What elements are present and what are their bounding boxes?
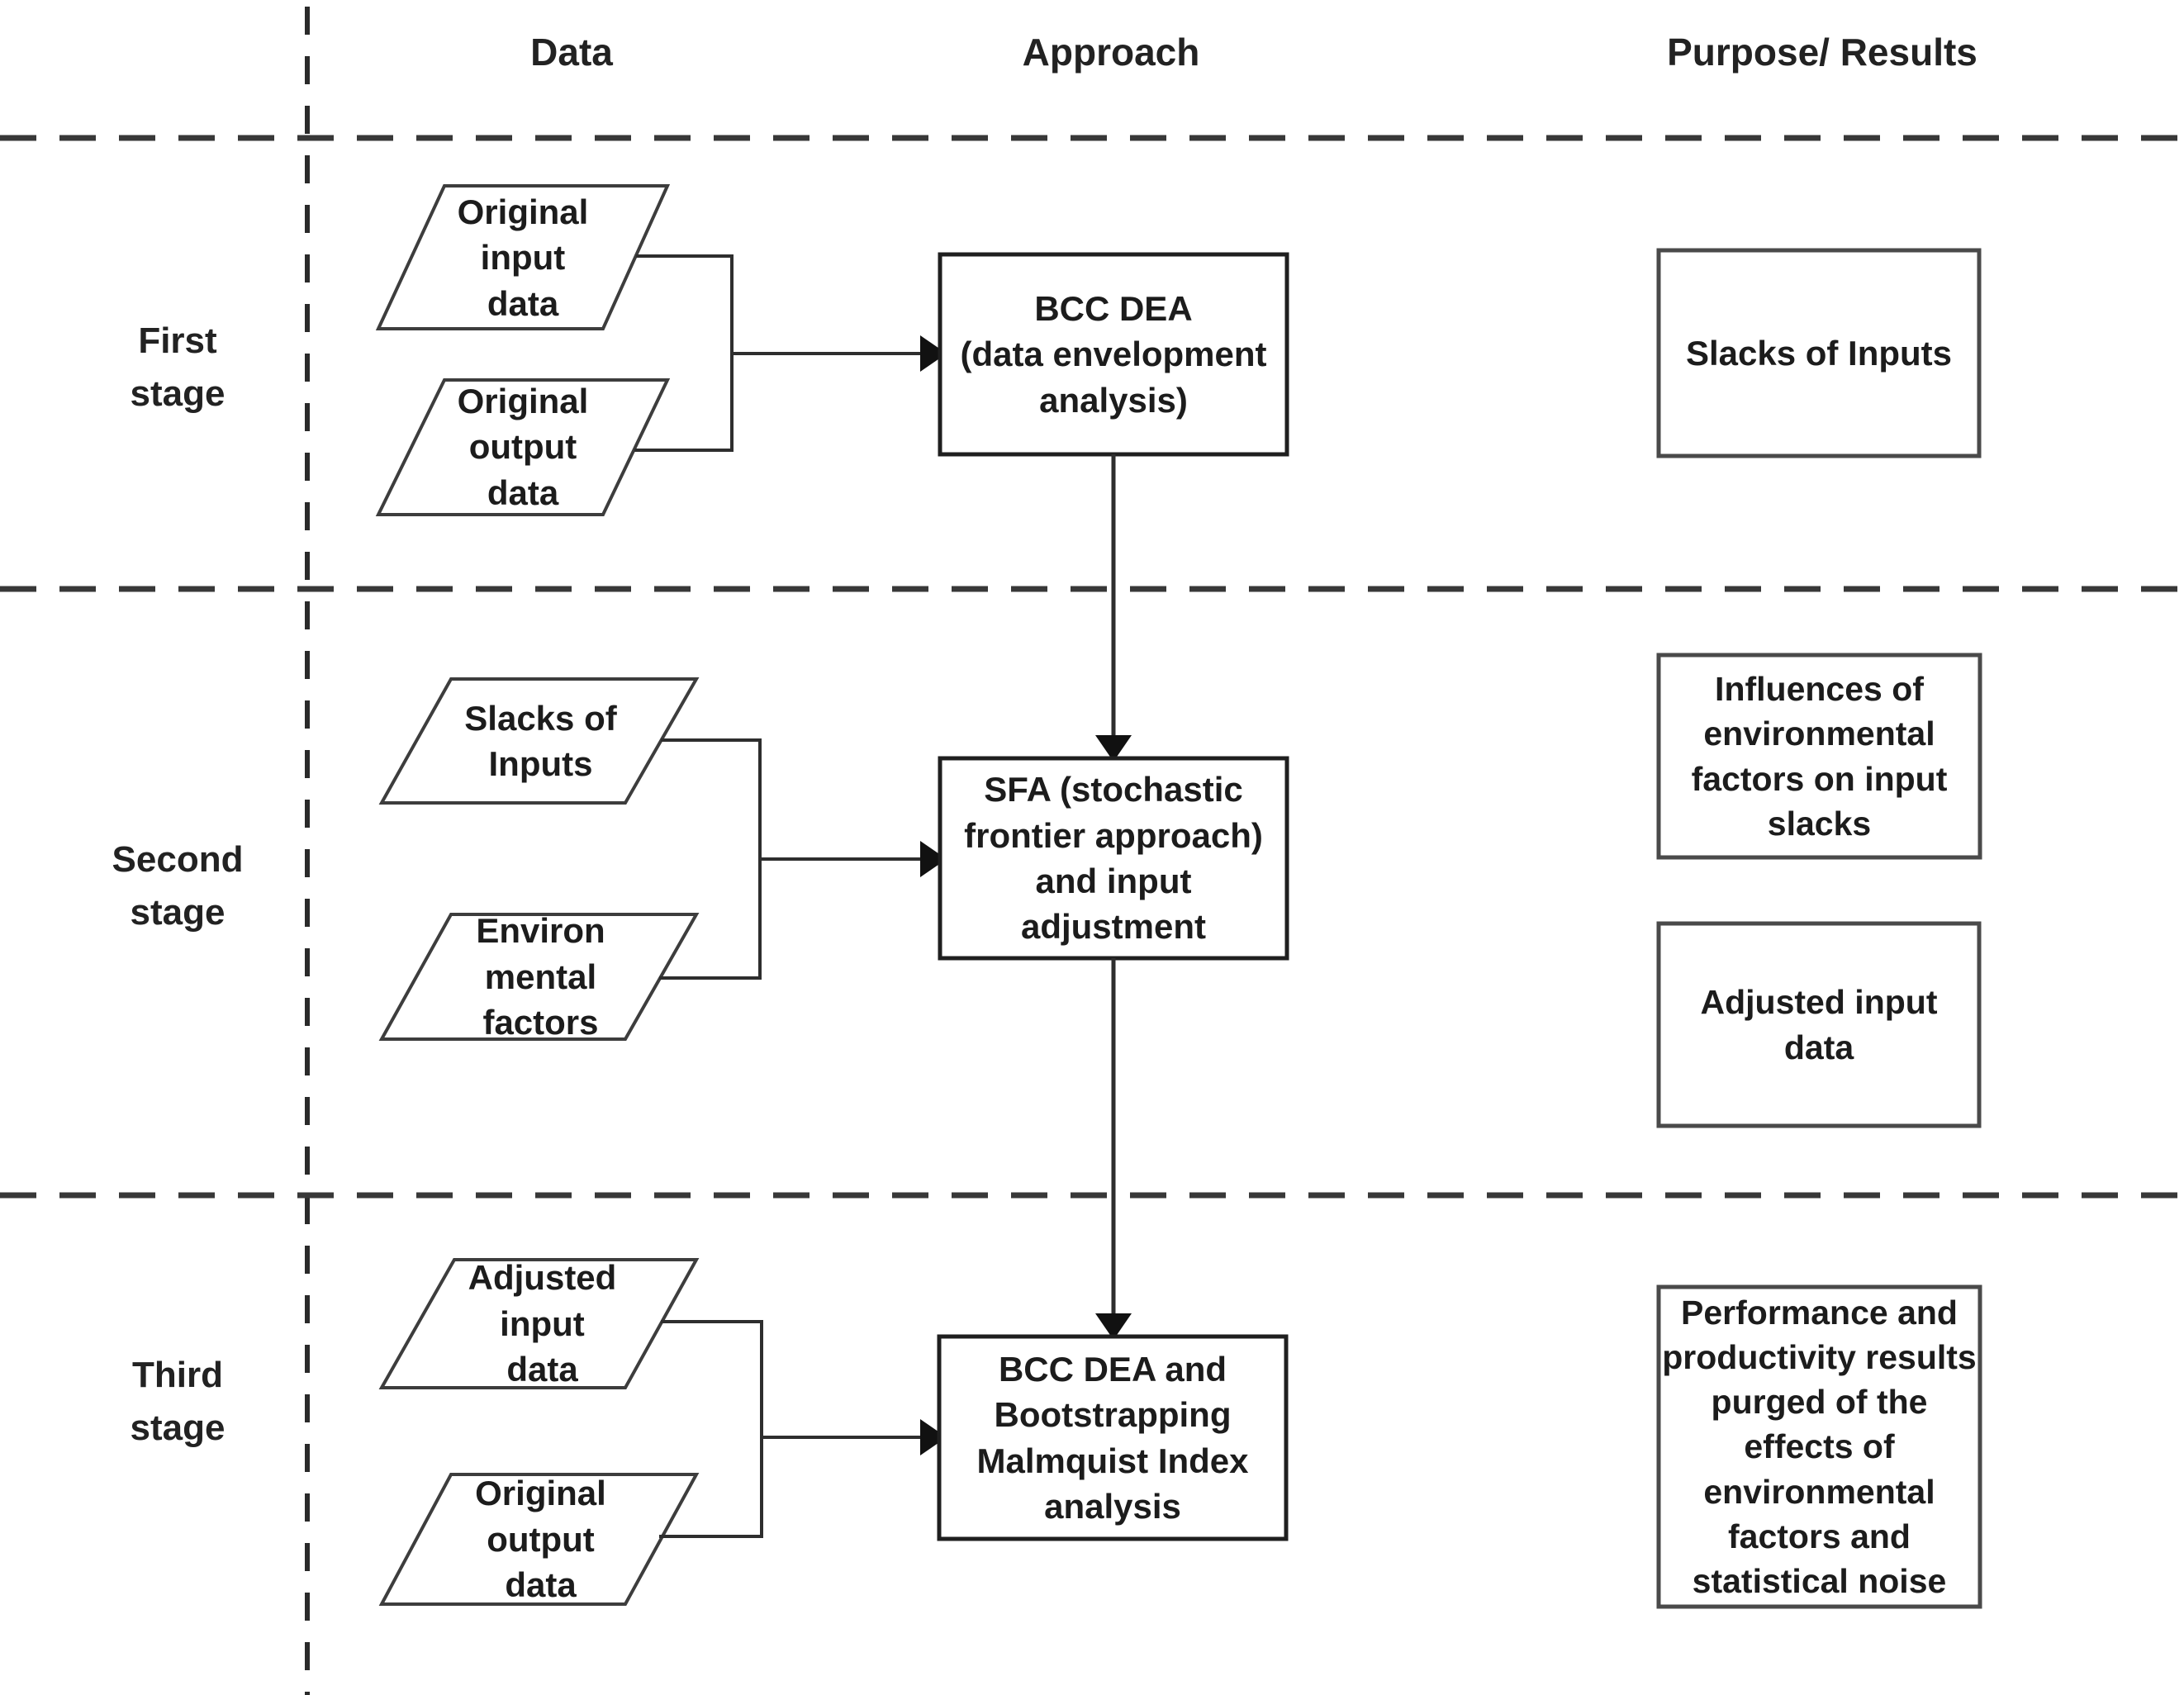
label-slacks-of-inputs-result: Slacks of Inputs [1685,333,1953,373]
stage3-input-bracket-connector [659,1320,763,1538]
label-adjusted-input-data-input: Adjusted input data [468,1258,617,1389]
parallelogram-environmental-factors [378,913,700,1041]
label-environmental-factors: Environ mental factors [476,911,605,1042]
label-influences-result: Influences of environmental factors on i… [1691,670,1948,843]
column-header-purpose-results: Purpose/ Results [1667,30,1977,74]
arrowhead-down-to-sfa [1095,735,1132,762]
label-bcc-dea: BCC DEA (data envelopment analysis) [960,288,1267,420]
stage-label-first: First stage [130,320,226,414]
column-header-approach: Approach [1022,30,1200,74]
stage3-arrowhead-right [920,1419,947,1455]
label-adjusted-input-data-result: Adjusted input data [1700,983,1938,1066]
parallelogram-adjusted-input-data [378,1258,700,1389]
box-sfa [938,756,1289,961]
arrowhead-down-to-bcc2 [1095,1313,1132,1340]
label-performance-result: Performance and productivity results pur… [1662,1294,1977,1600]
stage-label-third: Third stage [130,1355,226,1448]
stage1-arrowhead-right [920,335,947,372]
label-slacks-of-inputs-input: Slacks of Inputs [464,698,617,783]
parallelogram-original-output-data-stage1 [375,378,671,516]
label-bcc-dea-bootstrapping: BCC DEA and Bootstrapping Malmquist Inde… [976,1349,1249,1526]
parallelogram-original-input-data [375,184,671,330]
box-performance-result [1656,1284,1982,1609]
label-sfa: SFA (stochastic frontier approach) and i… [964,770,1263,947]
box-adjusted-input-data-result [1656,921,1982,1128]
stage-label-second: Second stage [112,839,244,933]
box-slacks-of-inputs-result [1656,248,1982,458]
column-header-data: Data [530,30,613,74]
label-original-output-data-stage1: Original output data [457,381,589,512]
label-original-output-data-stage3: Original output data [475,1474,606,1605]
label-original-input-data: Original input data [457,192,589,323]
box-bcc-dea-bootstrapping [937,1334,1289,1541]
stage2-arrowhead-right [920,841,947,877]
parallelogram-original-output-data-stage3 [378,1473,700,1606]
box-bcc-dea [938,252,1289,457]
box-influences-result [1656,653,1982,860]
parallelogram-slacks-of-inputs [378,677,700,805]
